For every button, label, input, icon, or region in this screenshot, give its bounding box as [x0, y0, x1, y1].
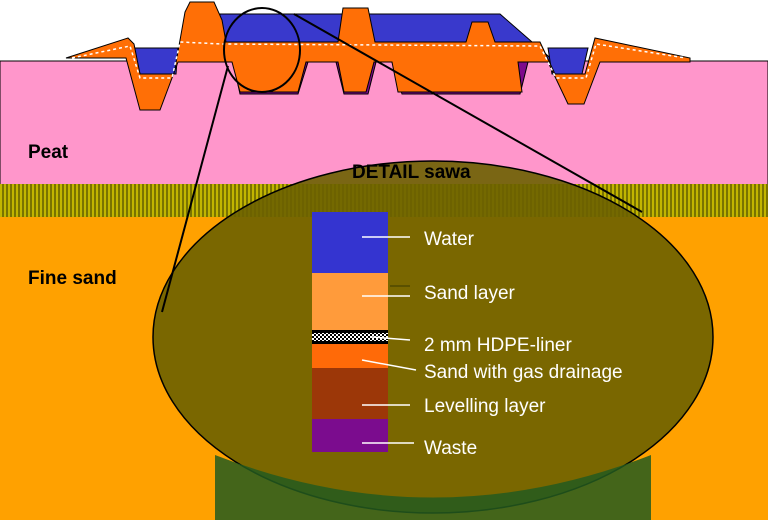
waste-band — [312, 419, 388, 452]
liner-hatch — [312, 333, 388, 341]
peat-label: Peat — [28, 142, 69, 163]
zoom-line-left — [161, 65, 229, 313]
gas-drainage-band — [312, 344, 388, 368]
water-basin — [547, 47, 589, 75]
water-basin — [133, 47, 179, 75]
zoom-line-right — [293, 13, 643, 213]
detail-ellipse-bottom — [215, 455, 651, 520]
liner-band — [312, 341, 388, 344]
layer-label-liner: 2 mm HDPE-liner — [424, 335, 572, 356]
fine-sand-label: Fine sand — [28, 268, 117, 289]
leader-line — [361, 359, 417, 371]
leader-line — [371, 336, 411, 341]
layer-label-water: Water — [424, 229, 474, 250]
water-band — [312, 212, 388, 273]
zoom-circle — [223, 7, 301, 93]
liner-band — [312, 330, 388, 333]
detail-title: DETAIL sawa — [352, 162, 471, 183]
layer-label-levelling: Levelling layer — [424, 396, 546, 417]
levelling-band — [312, 368, 388, 419]
embankment — [65, 1, 691, 111]
sand-band — [312, 273, 388, 330]
layer-label-gas-drainage: Sand with gas drainage — [424, 362, 623, 383]
layer-label-sand: Sand layer — [424, 283, 515, 304]
layer-label-waste: Waste — [424, 438, 478, 459]
